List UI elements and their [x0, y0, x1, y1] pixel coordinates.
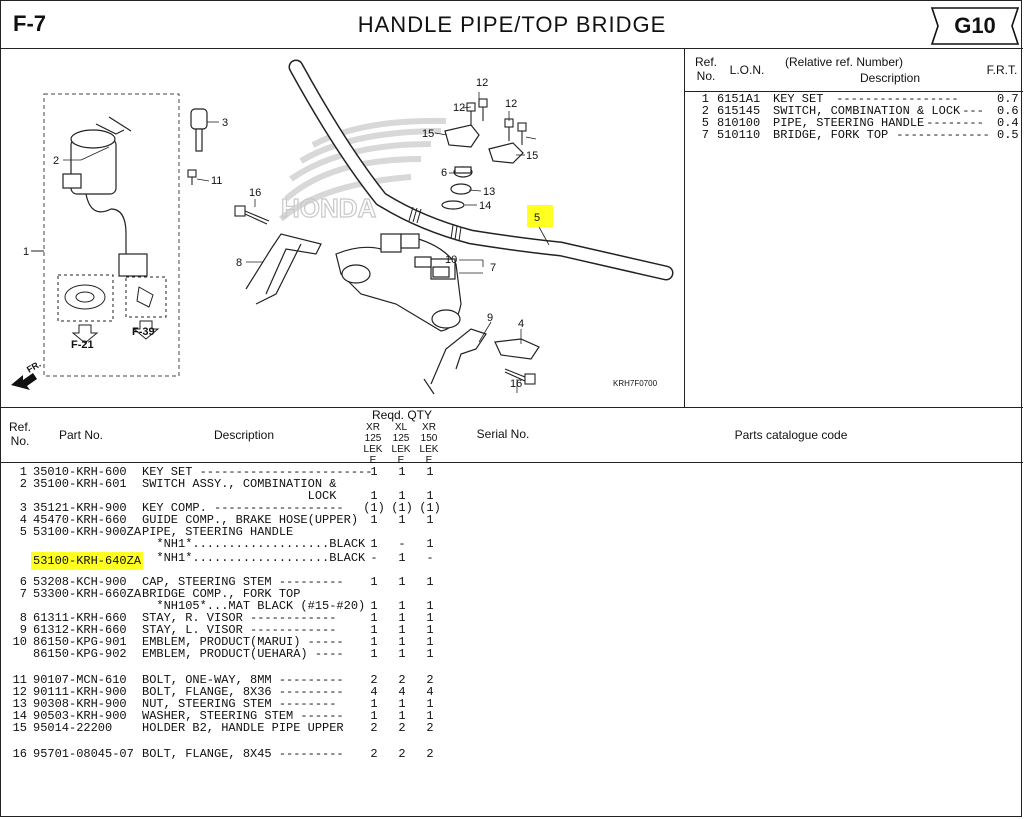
- table-row: 15 95014-22200 HOLDER B2, HANDLE PIPE UP…: [12, 721, 434, 735]
- table-row: 7 53300-KRH-660ZA BRIDGE COMP., FORK TOP: [19, 587, 301, 601]
- group-code: G10: [954, 13, 996, 38]
- group-badge: G10: [930, 6, 1020, 46]
- callout-1: 1: [23, 246, 29, 258]
- switch-group-box: [43, 93, 180, 377]
- group-badge-frame: [930, 7, 1020, 45]
- frt-frt-header: F.R.T.: [986, 63, 1018, 77]
- page-header: F-7 HANDLE PIPE/TOP BRIDGE G10: [1, 1, 1023, 49]
- top-bridge-drawing: [335, 233, 462, 332]
- table-row: 11 90107-MCN-610 BOLT, ONE-WAY, 8MM ----…: [12, 673, 434, 687]
- holder-drawings: [414, 124, 540, 360]
- parts-table-header: Ref. No. Part No. Description Reqd. QTY …: [1, 407, 1023, 466]
- frt-lon-header: L.O.N.: [729, 63, 765, 77]
- ref-no-header: Ref. No.: [8, 420, 31, 448]
- callout-16b: 16: [510, 378, 522, 390]
- table-row: 8 61311-KRH-660 STAY, R. VISOR ---------…: [19, 611, 434, 625]
- ref-f39-label: F-39: [132, 326, 155, 338]
- model-column-2: XL 125 LEK E: [391, 422, 411, 466]
- table-row: 4 45470-KRH-660 GUIDE COMP., BRAKE HOSE(…: [19, 513, 434, 527]
- callout-12a: 12: [476, 77, 488, 89]
- callout-9: 9: [487, 312, 493, 324]
- exploded-diagram: HONDA: [1, 49, 685, 407]
- description-header: Description: [213, 428, 275, 442]
- table-row: 86150-KPG-902 EMBLEM, PRODUCT(UEHARA) --…: [33, 647, 434, 661]
- table-row: 2 35100-KRH-601 SWITCH ASSY., COMBINATIO…: [19, 477, 337, 491]
- model-column-3: XR 150 LEK E: [419, 422, 439, 466]
- part-no-header: Part No.: [58, 428, 103, 442]
- callout-6: 6: [441, 167, 447, 179]
- table-row: *NH1*...................BLACK 1 - 1: [142, 537, 434, 551]
- table-row-highlighted: 53100-KRH-640ZA *NH1*...................…: [31, 551, 434, 570]
- table-row: 13 90308-KRH-900 NUT, STEERING STEM ----…: [12, 697, 434, 711]
- table-row: *NH105*...MAT BLACK (#15-#20) 1 1 1: [142, 599, 434, 613]
- callout-5: 5: [534, 212, 540, 224]
- table-row: 3 35121-KRH-900 KEY COMP. --------------…: [19, 501, 441, 515]
- ref-f39-drawing: [125, 276, 167, 340]
- ignition-switch-drawing: [62, 116, 148, 277]
- direction-label: FR.: [25, 359, 43, 375]
- callout-2: 2: [53, 155, 59, 167]
- frt-panel: Ref. No. L.O.N. (Relative ref. Number) D…: [685, 49, 1023, 407]
- callout-8: 8: [236, 257, 242, 269]
- frt-rel-ref-header: (Relative ref. Number): [784, 55, 904, 69]
- frt-header: Ref. No. L.O.N. (Relative ref. Number) D…: [685, 49, 1023, 92]
- key-drawing: [190, 108, 208, 152]
- visor-stay-drawing: [245, 233, 487, 395]
- catalogue-code-header: Parts catalogue code: [734, 428, 848, 442]
- callout-12b: 12: [453, 102, 465, 114]
- reqd-qty-header: Reqd. QTY: [371, 408, 433, 422]
- figure-code: KRH7F0700: [613, 379, 658, 388]
- callout-15a: 15: [422, 128, 434, 140]
- callout-14: 14: [479, 200, 491, 212]
- front-direction-indicator: FR.: [11, 359, 43, 390]
- brand-watermark: HONDA: [281, 193, 377, 223]
- callout-16: 16: [249, 187, 261, 199]
- ref-f21-label: F-21: [71, 339, 94, 351]
- serial-no-header: Serial No.: [476, 427, 530, 441]
- callout-12c: 12: [505, 98, 517, 110]
- frt-row: 5 810100 PIPE, STEERING HANDLE -------- …: [701, 116, 1019, 130]
- callout-10: 10: [445, 254, 457, 266]
- table-row: 14 90503-KRH-900 WASHER, STEERING STEM -…: [12, 709, 434, 723]
- section-code: F-7: [13, 11, 46, 36]
- table-row: 16 95701-08045-07 BOLT, FLANGE, 8X45 ---…: [12, 747, 434, 761]
- frt-row: 2 615145 SWITCH, COMBINATION & LOCK --- …: [701, 104, 1019, 118]
- frt-row: 1 6151A1 KEY SET ----------------- 0.7: [701, 92, 1019, 106]
- model-column-1: XR 125 LEK E: [363, 422, 383, 466]
- table-row: 12 90111-KRH-900 BOLT, FLANGE, 8X36 ----…: [12, 685, 434, 699]
- diagram-drawing: HONDA: [11, 59, 674, 395]
- table-row: 5 53100-KRH-900ZA PIPE, STEERING HANDLE: [19, 525, 294, 539]
- callout-15b: 15: [526, 150, 538, 162]
- table-row: 9 61312-KRH-660 STAY, L. VISOR ---------…: [19, 623, 434, 637]
- table-row: LOCK 1 1 1: [142, 489, 434, 503]
- callout-4: 4: [518, 318, 524, 330]
- leader-lines: [63, 92, 550, 393]
- callout-7: 7: [490, 262, 496, 274]
- callout-11: 11: [211, 175, 222, 187]
- page-title: HANDLE PIPE/TOP BRIDGE: [357, 12, 667, 37]
- frt-ref-no-header: Ref. No.: [694, 55, 717, 83]
- table-row: 1 35010-KRH-600 KEY SET ----------------…: [19, 465, 434, 479]
- handle-pipe-drawing: [288, 59, 674, 281]
- highlighted-part-no: 53100-KRH-640ZA: [31, 552, 144, 570]
- table-row: 6 53208-KCH-900 CAP, STEERING STEM -----…: [19, 575, 434, 589]
- callout-13: 13: [483, 186, 495, 198]
- ref-f21-drawing: [57, 274, 114, 344]
- callout-5-highlight: [527, 205, 553, 227]
- table-row: 10 86150-KPG-901 EMBLEM, PRODUCT(MARUI) …: [12, 635, 434, 649]
- frt-row: 7 510110 BRIDGE, FORK TOP ------------- …: [701, 128, 1019, 142]
- callout-3: 3: [222, 117, 228, 129]
- frt-description-header: Description: [859, 71, 921, 85]
